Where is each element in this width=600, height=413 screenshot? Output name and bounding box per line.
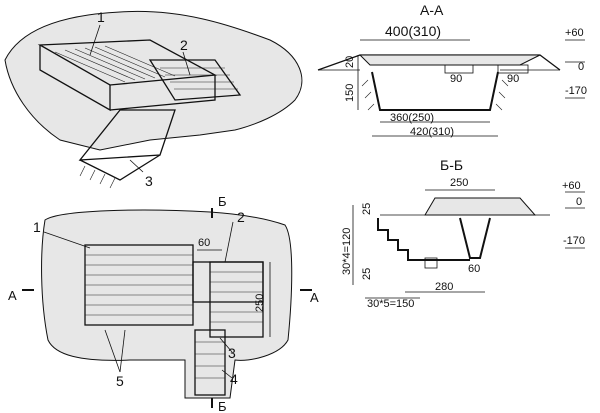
plan-right-hatching <box>210 271 263 323</box>
corridor-hatching <box>160 67 238 90</box>
plan-leader-2 <box>224 221 234 263</box>
bb-level-top: +60 <box>562 180 581 192</box>
leader-1 <box>89 24 101 56</box>
dim-aa-outer: 420(310) <box>410 126 454 138</box>
dim-aa-thickness: 20 <box>344 56 356 68</box>
section-bb: Б-Б 250 25 30*4=120 25 60 280 30*5=150 +… <box>341 157 585 310</box>
bb-roof-slab <box>424 197 537 216</box>
section-aa-left-label: А <box>8 288 17 303</box>
section-bb-bottom-label: Б <box>218 399 227 413</box>
callout-1: 1 <box>97 9 105 25</box>
dim-aa-step-right: 90 <box>507 73 519 85</box>
chamber-front <box>109 75 216 111</box>
section-aa-right-label: А <box>310 290 319 305</box>
leader-2 <box>182 51 191 76</box>
bb-level-zero: 0 <box>576 196 582 208</box>
plan-stair-treads <box>195 341 225 379</box>
ground-ticks <box>79 165 116 189</box>
plan-chamber-hatching <box>85 254 193 316</box>
section-bb-top-label: Б <box>218 194 227 209</box>
leader-3 <box>129 159 144 173</box>
bb-level-bottom: -170 <box>563 235 585 247</box>
plan-callout-3: 3 <box>228 345 236 361</box>
dim-corridor-width: 60 <box>198 237 210 249</box>
dim-chamber-length: 250 <box>254 294 266 312</box>
bb-pit <box>459 217 491 259</box>
chamber-hatching <box>54 45 176 83</box>
aa-pit <box>371 71 499 111</box>
plan-leader-3 <box>219 337 233 353</box>
dim-bb-total: 30*4=120 <box>341 228 353 275</box>
plan-leader-5a <box>104 329 121 373</box>
dim-aa-top: 400(310) <box>385 23 441 39</box>
plan-callout-1: 1 <box>33 219 41 235</box>
dim-bb-top: 250 <box>450 177 468 189</box>
corridor-roof <box>148 59 242 101</box>
dim-bb-low: 25 <box>361 268 373 280</box>
section-aa-title: А-А <box>420 2 444 18</box>
dim-aa-depth: 150 <box>344 84 356 102</box>
chamber-side <box>39 45 111 112</box>
section-bb-title: Б-Б <box>440 157 463 173</box>
plan-leader-1 <box>43 231 91 249</box>
entrance-portal <box>79 154 161 181</box>
aa-level-bottom: -170 <box>565 85 587 97</box>
plan-ground-outline <box>41 209 293 399</box>
aa-pit-hatching <box>361 79 509 111</box>
plan-right-chamber <box>209 261 264 338</box>
section-aa: А-А 400(310) 90 90 20 150 360(250) <box>317 2 587 138</box>
aa-level-top: +60 <box>565 27 584 39</box>
callout-2: 2 <box>180 37 188 53</box>
aa-roof-slab <box>358 54 541 66</box>
dim-bb-run: 30*5=150 <box>367 298 414 310</box>
plan-leader-4 <box>221 369 233 379</box>
aa-step-right <box>497 64 529 74</box>
dim-bb-bottom: 280 <box>435 281 453 293</box>
plan-callout-4: 4 <box>230 371 238 387</box>
aa-step-left <box>444 64 474 74</box>
callout-3: 3 <box>145 173 153 189</box>
bb-sump <box>424 257 438 269</box>
plan-stair <box>194 329 226 396</box>
plan-callout-2: 2 <box>237 209 245 225</box>
plan-callout-5: 5 <box>116 373 124 389</box>
aa-level-zero: 0 <box>578 61 584 73</box>
dim-bb-right: 60 <box>468 263 480 275</box>
axonometric-view: 1 2 3 <box>4 9 303 189</box>
plan-view: А А Б Б 60 250 1 2 3 4 5 <box>8 194 319 413</box>
plan-leader-5b <box>119 329 126 373</box>
dim-bb-rise: 25 <box>361 203 373 215</box>
dim-aa-step-left: 90 <box>450 73 462 85</box>
bb-stair <box>377 218 470 261</box>
dim-aa-inner: 360(250) <box>390 112 434 124</box>
